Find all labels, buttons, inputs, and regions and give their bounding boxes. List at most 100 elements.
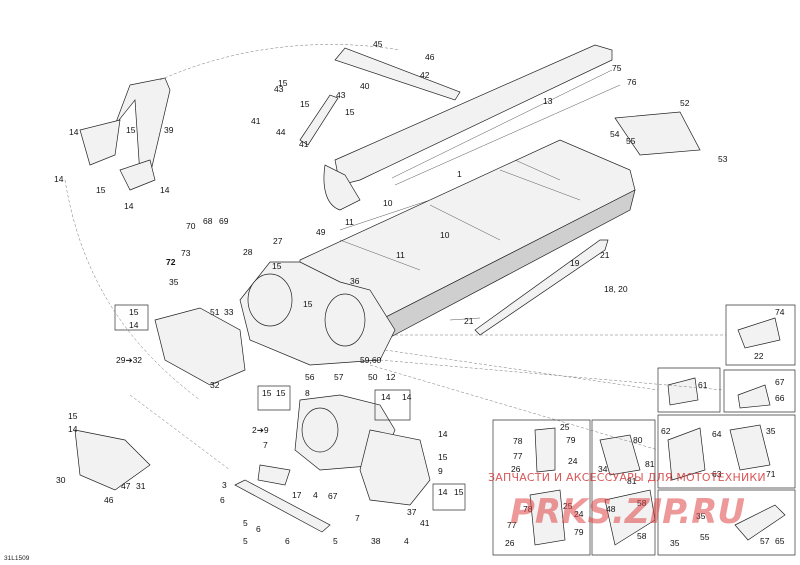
callout-14c: 14 bbox=[160, 185, 170, 195]
callout-19: 19 bbox=[570, 258, 580, 268]
fastener-box-15-8 bbox=[257, 385, 291, 411]
callout-9: 9 bbox=[438, 466, 443, 476]
callout-14a: 14 bbox=[69, 127, 79, 137]
callout-57b: 57 bbox=[760, 536, 770, 546]
watermark-text: ЗАПЧАСТИ И АКСЕССУАРЫ ДЛЯ МОТОТЕХНИКИ bbox=[488, 471, 766, 484]
callout-14f: 14 bbox=[381, 392, 391, 402]
callout-71: 71 bbox=[766, 469, 776, 479]
callout-15h: 15 bbox=[129, 307, 139, 317]
detail-box-61 bbox=[657, 367, 721, 413]
callout-78b: 78 bbox=[523, 504, 533, 514]
callout-22: 22 bbox=[754, 351, 764, 361]
detail-box-62 bbox=[657, 414, 796, 489]
callout-15j: 15 bbox=[276, 388, 286, 398]
detail-box-67 bbox=[723, 369, 796, 413]
callout-61: 61 bbox=[698, 380, 708, 390]
callout-80: 80 bbox=[633, 435, 643, 445]
callout-64: 64 bbox=[712, 429, 722, 439]
callout-17: 17 bbox=[292, 490, 302, 500]
callout-57a: 57 bbox=[334, 372, 344, 382]
callout-4a: 4 bbox=[313, 490, 318, 500]
callout-41c: 41 bbox=[420, 518, 430, 528]
fastener-box-14-15-lower bbox=[432, 483, 466, 511]
callout-15a: 15 bbox=[278, 78, 288, 88]
callout-70: 70 bbox=[186, 221, 196, 231]
callout-75: 75 bbox=[612, 63, 622, 73]
callout-36: 36 bbox=[350, 276, 360, 286]
callout-4b: 4 bbox=[404, 536, 409, 546]
relation-lines bbox=[64, 44, 726, 471]
callout-1: 1 bbox=[457, 169, 462, 179]
callout-31: 31 bbox=[136, 481, 146, 491]
detail-box-34 bbox=[591, 419, 656, 556]
fastener-box-15-14 bbox=[374, 389, 411, 421]
callout-7b: 7 bbox=[355, 513, 360, 523]
callout-79b: 79 bbox=[574, 527, 584, 537]
callout-65: 65 bbox=[775, 536, 785, 546]
callout-41b: 41 bbox=[299, 139, 309, 149]
callout-58b: 58 bbox=[637, 531, 647, 541]
callout-3: 3 bbox=[222, 480, 227, 490]
callout-13: 13 bbox=[543, 96, 553, 106]
front-bumper-piece bbox=[154, 307, 246, 386]
callout-15e: 15 bbox=[96, 185, 106, 195]
callout-30: 30 bbox=[56, 475, 66, 485]
callout-28: 28 bbox=[243, 247, 253, 257]
lower-rail-strip bbox=[234, 464, 331, 533]
callout-35d: 35 bbox=[670, 538, 680, 548]
callout-26b: 26 bbox=[505, 538, 515, 548]
callout-53: 53 bbox=[718, 154, 728, 164]
front-frame bbox=[239, 261, 396, 366]
detail-box-25 bbox=[492, 419, 591, 556]
callout-58a: 58 bbox=[637, 498, 647, 508]
callout-43b: 43 bbox=[336, 90, 346, 100]
detail-box-74 bbox=[725, 304, 796, 366]
watermark-logo: PRKS.ZIP.RU bbox=[510, 492, 746, 532]
callout-76: 76 bbox=[627, 77, 637, 87]
callout-5960: 59,60 bbox=[360, 355, 382, 365]
callout-73: 73 bbox=[181, 248, 191, 258]
callout-14g: 14 bbox=[402, 392, 412, 402]
callout-14e: 14 bbox=[129, 320, 139, 330]
callout-35c: 35 bbox=[696, 511, 706, 521]
callout-15i: 15 bbox=[262, 388, 272, 398]
document-id: 31L1509 bbox=[4, 555, 30, 562]
fastener-box-15-14-left bbox=[114, 304, 149, 331]
callout-11b: 11 bbox=[396, 250, 405, 260]
callout-24a: 24 bbox=[568, 456, 578, 466]
detail-box-57 bbox=[657, 489, 796, 556]
callout-68: 68 bbox=[203, 216, 213, 226]
tunnel-top-panel bbox=[323, 44, 621, 211]
callout-32: 32 bbox=[210, 380, 220, 390]
callout-12: 12 bbox=[386, 372, 396, 382]
callout-38: 38 bbox=[371, 536, 381, 546]
callout-6c: 6 bbox=[285, 536, 290, 546]
callout-7a: 7 bbox=[263, 440, 268, 450]
callout-26a: 26 bbox=[511, 464, 521, 474]
callout-15k: 15 bbox=[68, 411, 78, 421]
callout-5c: 5 bbox=[333, 536, 338, 546]
callout-14h: 14 bbox=[68, 424, 78, 434]
callout-77b: 77 bbox=[507, 520, 517, 530]
callout-21b: 21 bbox=[464, 316, 474, 326]
callout-5b: 5 bbox=[243, 536, 248, 546]
callout-14i: 14 bbox=[438, 429, 448, 439]
callout-46: 46 bbox=[425, 52, 435, 62]
callout-47: 47 bbox=[121, 481, 131, 491]
callout-67b: 67 bbox=[328, 491, 338, 501]
callout-15m: 15 bbox=[454, 487, 464, 497]
callout-56: 56 bbox=[305, 372, 315, 382]
callout-67a: 67 bbox=[775, 377, 785, 387]
lower-chassis bbox=[294, 394, 431, 506]
callout-39: 39 bbox=[164, 125, 174, 135]
callout-52: 52 bbox=[680, 98, 690, 108]
callout-2932: 29➔32 bbox=[116, 355, 143, 365]
callout-81a: 81 bbox=[645, 459, 655, 469]
callout-81b: 81 bbox=[627, 476, 637, 486]
callout-37: 37 bbox=[407, 507, 417, 517]
callout-14b: 14 bbox=[54, 174, 64, 184]
callout-44: 44 bbox=[276, 127, 286, 137]
callout-41a: 41 bbox=[251, 116, 261, 126]
callout-15g: 15 bbox=[303, 299, 313, 309]
lower-left-bracket bbox=[74, 429, 151, 491]
